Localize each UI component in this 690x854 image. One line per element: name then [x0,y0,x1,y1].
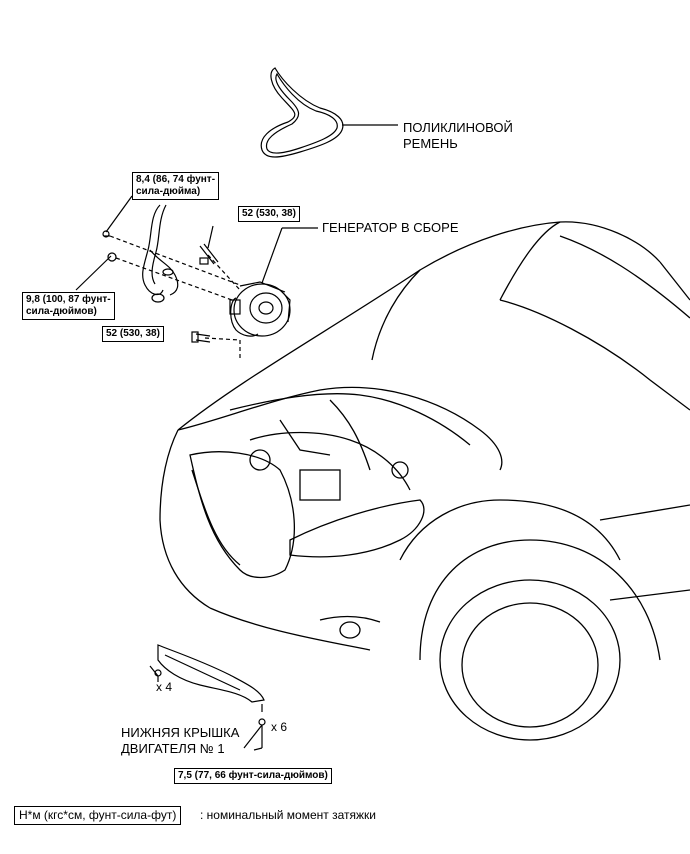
cover-leader [243,724,263,749]
bolt-illustrations [191,243,219,343]
multiplier-x4: x 4 [156,680,173,694]
multiplier-x6: x 6 [271,720,288,734]
belt-label-line1: ПОЛИКЛИНОВОЙ [403,120,513,135]
belt-label: ПОЛИКЛИНОВОЙ РЕМЕНЬ [403,120,513,152]
torque-box-1-line2: сила-дюйма) [136,186,201,197]
torque-box-3: 9,8 (100, 87 фунт- сила-дюймов) [22,292,115,320]
torque-box-3-line2: сила-дюймов) [26,306,97,317]
legend-unit-box: Н*м (кгс*см, фунт-сила-фут) [14,806,182,825]
generator-label: ГЕНЕРАТОР В СБОРЕ [322,220,459,235]
torque-box-5: 7,5 (77, 66 фунт-сила-дюймов) [174,768,332,784]
alternator-illustration [229,281,291,337]
torque-box-1-line1: 8,4 (86, 74 фунт- [136,174,216,185]
torque-box-4: 52 (530, 38) [102,326,164,342]
belt-label-line2: РЕМЕНЬ [403,136,458,151]
legend-description: : номинальный момент затяжки [200,808,376,822]
torque-box-3-line1: 9,8 (100, 87 фунт- [26,294,111,305]
torque-box-2: 52 (530, 38) [238,206,300,222]
v-ribbed-belt-illustration [260,67,398,158]
car-illustration [159,221,690,741]
cover-label: НИЖНЯЯ КРЫШКА ДВИГАТЕЛЯ № 1 [121,725,239,757]
solid-leaders [75,195,318,291]
engine-under-cover-illustration [149,644,266,751]
cover-label-line2: ДВИГАТЕЛЯ № 1 [121,741,225,756]
leader-lines [109,235,241,358]
torque-box-1: 8,4 (86, 74 фунт- сила-дюйма) [132,172,220,200]
cover-label-line1: НИЖНЯЯ КРЫШКА [121,725,240,740]
wire-harness-illustration [102,204,179,303]
